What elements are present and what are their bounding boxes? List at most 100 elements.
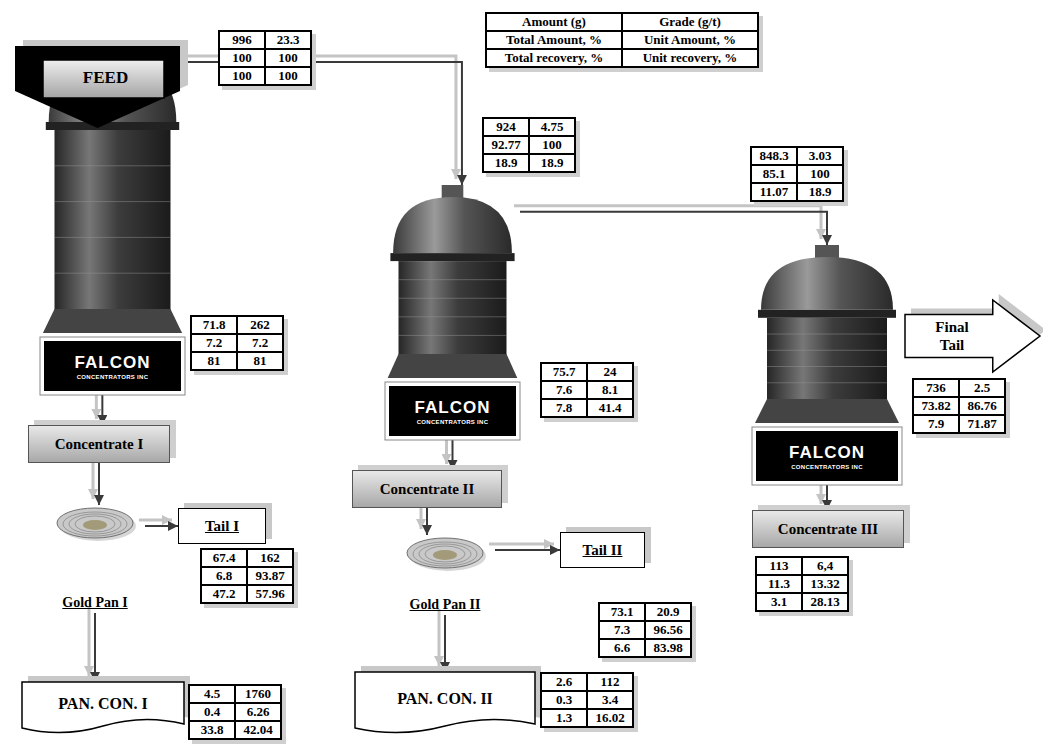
table-cell: 2.5 <box>959 379 1005 397</box>
table-cell: 18.9 <box>797 183 843 201</box>
table-cell: 71.8 <box>191 316 237 334</box>
table-cell: 57.96 <box>247 585 293 603</box>
table-cell: 75.7 <box>541 363 587 381</box>
table-cell: 3.4 <box>587 691 633 709</box>
table-cell: 100 <box>219 49 265 67</box>
table-cell: 100 <box>219 67 265 85</box>
table-cell: 7.6 <box>541 381 587 399</box>
pan-concentrate-box: PAN. CON. II <box>355 672 535 734</box>
brand-subtitle: CONCENTRATORS INC <box>791 463 863 471</box>
table-cell: 262 <box>237 316 283 334</box>
flow-arrow-line <box>426 508 428 535</box>
brand-subtitle: CONCENTRATORS INC <box>77 373 149 381</box>
gold-pan: Gold Pan II <box>395 535 495 615</box>
pan-concentrate-box: PAN. CON. I <box>22 682 184 734</box>
table-cell: 42.04 <box>235 721 281 739</box>
table-cell: 6.26 <box>235 703 281 721</box>
data-table: 7362.573.8286.767.971.87 <box>912 378 1006 434</box>
table-cell: 18.9 <box>529 154 575 172</box>
node-label: Gold Pan I <box>62 595 127 611</box>
data-table: 2.61120.33.41.316.02 <box>540 672 634 728</box>
table-cell: 81 <box>237 352 283 370</box>
table-cell: 3.1 <box>756 593 802 611</box>
tail-box: Tail II <box>560 532 645 568</box>
table-cell: 100 <box>265 49 311 67</box>
table-cell: 4.75 <box>529 118 575 136</box>
table-cell: 1760 <box>235 685 281 703</box>
data-table: 71.82627.27.28181 <box>190 315 284 371</box>
table-cell: 83.98 <box>645 639 691 657</box>
flow-arrow-shadow <box>489 543 554 546</box>
table-cell: 67.4 <box>201 549 247 567</box>
table-cell: 33.8 <box>189 721 235 739</box>
brand-subtitle: CONCENTRATORS INC <box>417 418 489 426</box>
table-cell: 100 <box>797 165 843 183</box>
node-label: Final Tail <box>928 318 976 354</box>
table-cell: Unit Amount, % <box>622 31 758 49</box>
flow-arrow-line <box>495 549 560 551</box>
flow-arrow-line <box>98 463 100 505</box>
table-cell: 736 <box>913 379 959 397</box>
table-cell: 3.03 <box>797 147 843 165</box>
data-table: Amount (g)Grade (g/t)Total Amount, %Unit… <box>485 12 759 68</box>
table-cell: 100 <box>265 67 311 85</box>
table-cell: 73.1 <box>599 603 645 621</box>
table-cell: 93.87 <box>247 567 293 585</box>
table-cell: 20.9 <box>645 603 691 621</box>
table-cell: 16.02 <box>587 709 633 727</box>
flow-arrow-line <box>94 613 96 682</box>
data-table: 9244.7592.7710018.918.9 <box>482 117 576 173</box>
table-cell: 4.5 <box>189 685 235 703</box>
node-label: Tail II <box>583 541 623 559</box>
table-cell: 11.3 <box>756 575 802 593</box>
node-label: Gold Pan II <box>410 597 481 613</box>
table-cell: Amount (g) <box>486 13 622 31</box>
table-cell: 86.76 <box>959 397 1005 415</box>
table-cell: 848.3 <box>751 147 797 165</box>
table-cell: 71.87 <box>959 415 1005 433</box>
table-cell: 96.56 <box>645 621 691 639</box>
node-label: Concentrate II <box>380 480 475 498</box>
table-cell: Grade (g/t) <box>622 13 758 31</box>
table-cell: 81 <box>191 352 237 370</box>
falcon-concentrator: FALCONCONCENTRATORS INC <box>385 185 520 440</box>
data-table: 99623.3100100100100 <box>218 30 312 86</box>
table-cell: 24 <box>587 363 633 381</box>
table-cell: 23.3 <box>265 31 311 49</box>
table-cell: 996 <box>219 31 265 49</box>
table-cell: 18.9 <box>483 154 529 172</box>
table-cell: 924 <box>483 118 529 136</box>
tail-box: Tail I <box>178 508 266 544</box>
flow-arrow <box>93 457 99 505</box>
falcon-concentrator: FALCONCONCENTRATORS INC <box>752 245 902 485</box>
node-label: Tail I <box>205 517 239 535</box>
table-cell: 6,4 <box>802 557 848 575</box>
flow-arrow <box>139 520 178 526</box>
flow-arrow-shadow <box>514 206 821 239</box>
table-cell: 113 <box>756 557 802 575</box>
table-cell: 0.4 <box>189 703 235 721</box>
brand-name: FALCON <box>75 353 151 373</box>
table-cell: 162 <box>247 549 293 567</box>
table-cell: 41.4 <box>587 399 633 417</box>
table-cell: Unit recovery, % <box>622 49 758 67</box>
flow-arrow-shadow <box>139 519 172 522</box>
data-table: 848.33.0385.110011.0718.9 <box>750 146 844 202</box>
table-cell: 7.3 <box>599 621 645 639</box>
table-cell: 92.77 <box>483 136 529 154</box>
table-cell: 0.3 <box>541 691 587 709</box>
flow-arrow-shadow <box>88 607 91 676</box>
flow-arrow-shadow <box>438 609 441 666</box>
brand-name: FALCON <box>415 398 491 418</box>
data-table: 73.120.97.396.566.683.98 <box>598 602 692 658</box>
data-table: 1136,411.313.323.128.13 <box>755 556 849 612</box>
concentrate-box: Concentrate II <box>352 470 502 508</box>
data-table: 75.7247.68.17.841.4 <box>540 362 634 418</box>
node-label: FEED <box>83 66 128 90</box>
flow-arrow-line <box>520 212 827 245</box>
brand-name: FALCON <box>789 443 865 463</box>
flow-arrow-shadow <box>92 457 95 499</box>
flow-arrow-line <box>101 395 103 425</box>
table-cell: 8.1 <box>587 381 633 399</box>
table-cell: Total Amount, % <box>486 31 622 49</box>
